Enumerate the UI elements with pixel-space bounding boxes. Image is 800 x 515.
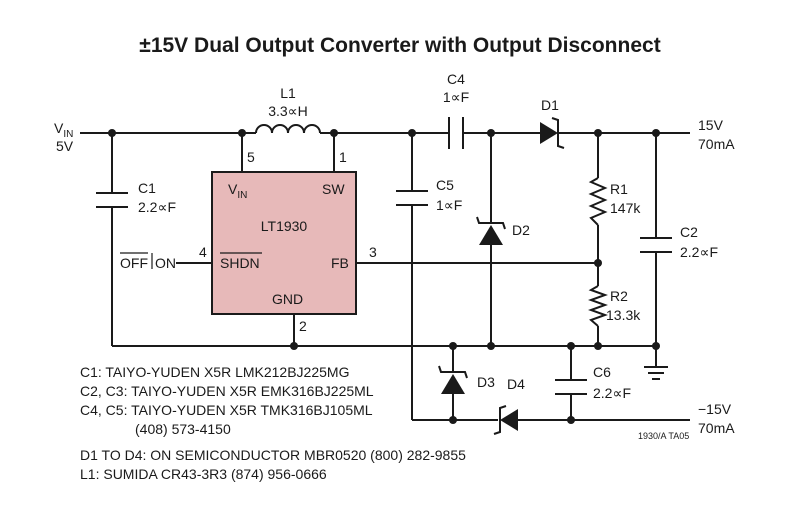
note-line: (408) 573-4150 [135, 421, 231, 437]
positive-output-voltage: 15V [698, 117, 724, 133]
ground-icon [644, 366, 668, 380]
c1-name: C1 [138, 180, 156, 196]
capacitor-c5 [396, 190, 428, 206]
capacitor-c1 [96, 192, 128, 208]
inductor-l1 [255, 124, 321, 134]
resistor-r2 [588, 285, 608, 327]
c2-value: 2.2∝F [680, 244, 718, 260]
ic-pin-gnd: GND [272, 291, 303, 307]
resistor-r1 [588, 177, 608, 226]
wires [80, 132, 690, 421]
pin-number-3: 3 [369, 244, 377, 260]
ic-pin-sw: SW [322, 181, 345, 197]
input-voltage: 5V [56, 138, 74, 154]
note-line: C4, C5: TAIYO-YUDEN X5R TMK316BJ105ML [80, 402, 373, 418]
ic-body [211, 171, 357, 315]
r1-value: 147k [610, 200, 641, 216]
diode-d2 [476, 216, 506, 245]
d4-name: D4 [507, 376, 525, 392]
l1-value: 3.3∝H [268, 103, 308, 119]
diode-d4 [493, 405, 518, 435]
junction-dots [108, 129, 660, 424]
shdn-on-label: ON [155, 255, 176, 271]
note-line: D1 TO D4: ON SEMICONDUCTOR MBR0520 (800)… [80, 447, 466, 463]
c2-name: C2 [680, 224, 698, 240]
c1-value: 2.2∝F [138, 199, 176, 215]
d3-name: D3 [477, 374, 495, 390]
diode-d1 [540, 117, 565, 149]
pin-number-2: 2 [299, 318, 307, 334]
capacitor-c6 [555, 379, 587, 395]
ic-pin-shdn: SHDN [220, 255, 260, 271]
r2-name: R2 [610, 288, 628, 304]
l1-name: L1 [280, 85, 296, 101]
c5-name: C5 [436, 177, 454, 193]
note-line: L1: SUMIDA CR43-3R3 (874) 956-0666 [80, 466, 327, 482]
shdn-off-label: OFF [120, 255, 148, 271]
r2-value: 13.3k [606, 307, 641, 323]
c6-value: 2.2∝F [593, 385, 631, 401]
positive-output-current: 70mA [698, 136, 735, 152]
figure-id: 1930/A TA05 [638, 431, 689, 441]
diode-d3 [438, 365, 468, 394]
ic-pin-fb: FB [331, 255, 349, 271]
diagram-title: ±15V Dual Output Converter with Output D… [139, 34, 660, 57]
pin-number-5: 5 [247, 149, 255, 165]
pin-number-4: 4 [199, 244, 207, 260]
pin-number-1: 1 [339, 149, 347, 165]
capacitor-c2 [640, 237, 672, 253]
ic-pin-vin: VIN [228, 181, 247, 201]
d2-name: D2 [512, 222, 530, 238]
c5-value: 1∝F [436, 197, 462, 213]
c4-name: C4 [447, 71, 465, 87]
capacitor-c4 [448, 117, 464, 149]
c4-value: 1∝F [443, 89, 469, 105]
negative-output-voltage: −15V [698, 401, 732, 417]
note-line: C2, C3: TAIYO-YUDEN X5R EMK316BJ225ML [80, 383, 374, 399]
note-line: C1: TAIYO-YUDEN X5R LMK212BJ225MG [80, 364, 349, 380]
d1-name: D1 [541, 97, 559, 113]
r1-name: R1 [610, 181, 628, 197]
ic-part-name: LT1930 [261, 218, 308, 234]
bill-of-materials-notes: C1: TAIYO-YUDEN X5R LMK212BJ225MG C2, C3… [80, 364, 466, 482]
c6-name: C6 [593, 364, 611, 380]
input-label: VIN [54, 120, 73, 140]
negative-output-current: 70mA [698, 420, 735, 436]
